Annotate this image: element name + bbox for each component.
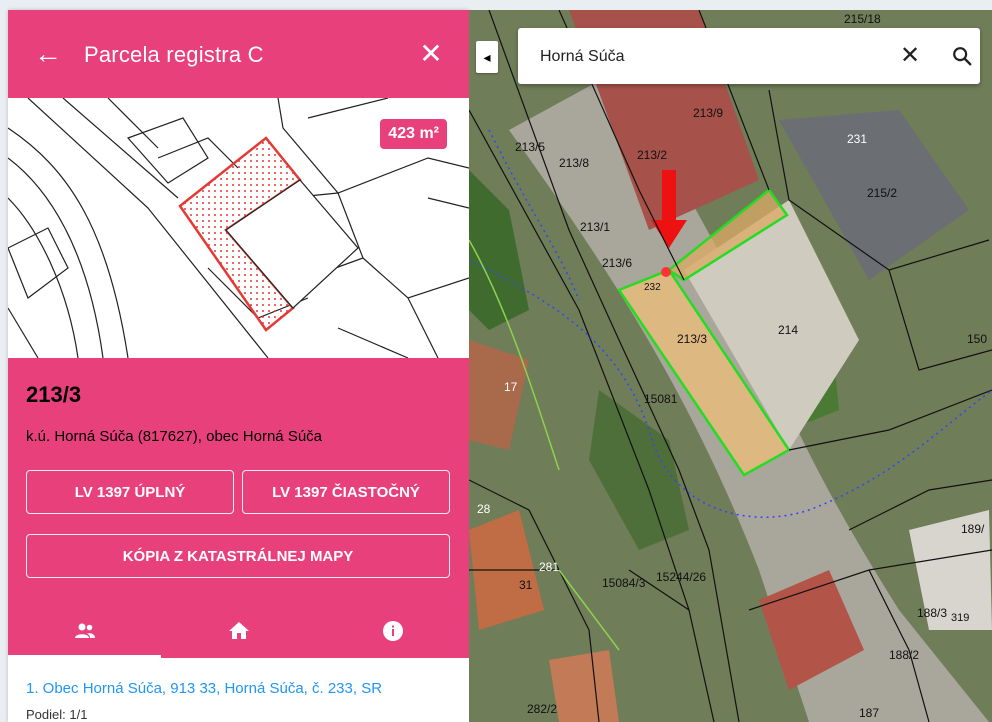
cadastral-map[interactable]: 215/18 213/9 231 213/5 213/8 213/2 215/2… bbox=[469, 10, 992, 722]
map-label: 319 bbox=[951, 612, 970, 624]
map-label: 232 bbox=[644, 282, 661, 293]
map-label: 213/9 bbox=[693, 106, 724, 120]
map-label: 281 bbox=[539, 560, 560, 574]
panel-tabs bbox=[8, 604, 469, 658]
panel-title: Parcela registra C bbox=[84, 42, 264, 67]
info-icon bbox=[382, 621, 403, 641]
map-label: 15244/26 bbox=[656, 570, 707, 584]
map-label: 215/18 bbox=[844, 12, 881, 26]
map-label: 213/1 bbox=[580, 220, 611, 234]
owner-link[interactable]: 1. Obec Horná Súča, 913 33, Horná Súča, … bbox=[26, 680, 383, 697]
parcel-number: 213/3 bbox=[26, 382, 82, 407]
owner-share: Podiel: 1/1 bbox=[26, 707, 88, 722]
map-label: 188/3 bbox=[917, 606, 948, 620]
map-copy-button[interactable]: KÓPIA Z KATASTRÁLNEJ MAPY bbox=[26, 534, 450, 578]
tab-building[interactable] bbox=[162, 604, 315, 658]
home-icon bbox=[228, 622, 249, 639]
owners-icon bbox=[74, 623, 95, 638]
close-icon[interactable]: ✕ bbox=[419, 38, 443, 69]
area-badge: 423 m² bbox=[380, 119, 447, 149]
back-arrow-icon[interactable]: ← bbox=[34, 38, 62, 69]
tab-owners[interactable] bbox=[8, 604, 161, 658]
parcel-info-section bbox=[8, 358, 469, 658]
map-label: 31 bbox=[519, 578, 533, 592]
satellite-map-drawing bbox=[469, 10, 992, 722]
search-icon[interactable] bbox=[946, 40, 978, 72]
map-label: 17 bbox=[504, 380, 518, 394]
map-label: 187 bbox=[859, 706, 880, 720]
parcel-outline-drawing bbox=[8, 98, 469, 358]
panel-header: ← Parcela registra C ✕ bbox=[8, 10, 469, 98]
map-label: 231 bbox=[847, 132, 868, 146]
map-label: 213/5 bbox=[515, 140, 546, 154]
parcel-location: k.ú. Horná Súča (817627), obec Horná Súč… bbox=[26, 428, 323, 445]
collapse-panel-button[interactable]: ◂ bbox=[476, 41, 498, 73]
lv-full-button[interactable]: LV 1397 ÚPLNÝ bbox=[26, 470, 234, 514]
map-label: 15084/3 bbox=[602, 576, 646, 590]
map-label: 282/2 bbox=[527, 702, 558, 716]
search-input[interactable] bbox=[538, 44, 882, 70]
map-label: 189/ bbox=[961, 522, 985, 536]
map-label: 150 bbox=[967, 332, 988, 346]
map-label: 28 bbox=[477, 502, 491, 516]
map-label: 213/8 bbox=[559, 156, 590, 170]
map-label: 15081 bbox=[644, 392, 678, 406]
lv-partial-button[interactable]: LV 1397 ČIASTOČNÝ bbox=[242, 470, 450, 514]
map-label: 215/2 bbox=[867, 186, 898, 200]
search-bar: ✕ bbox=[518, 28, 980, 84]
tab-info[interactable] bbox=[316, 604, 469, 658]
map-label: 213/6 bbox=[602, 256, 633, 270]
chevron-left-icon: ◂ bbox=[483, 48, 491, 65]
map-label: 213/3 bbox=[677, 332, 708, 346]
clear-search-icon[interactable]: ✕ bbox=[899, 42, 921, 69]
map-label: 214 bbox=[778, 323, 799, 337]
parcel-panel: ← Parcela registra C ✕ bbox=[8, 10, 469, 722]
map-label: 188/2 bbox=[889, 648, 920, 662]
map-label: 213/2 bbox=[637, 148, 668, 162]
